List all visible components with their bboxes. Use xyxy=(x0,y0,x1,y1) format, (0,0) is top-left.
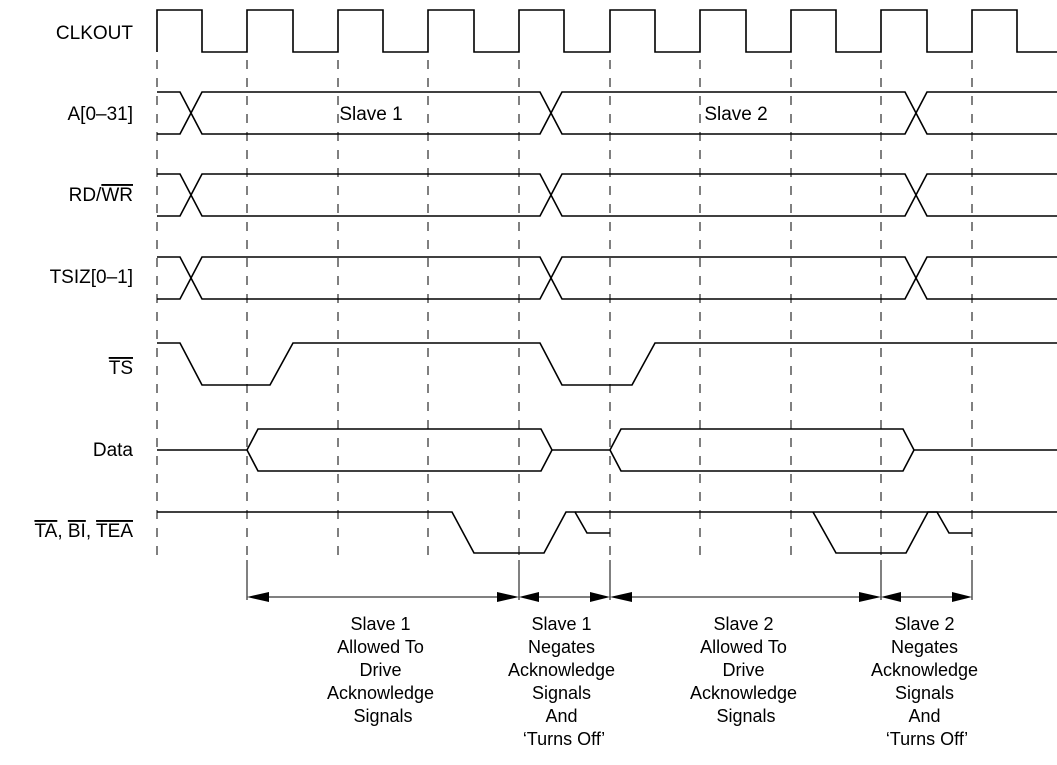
ta-overbar-text: TA xyxy=(34,521,57,542)
bi-overbar-text: BI xyxy=(68,521,86,542)
wr-overbar-text: WR xyxy=(101,185,133,206)
rd-wr-label: RD/WR xyxy=(69,185,133,206)
slave2-drive-annotation: Slave 2 Allowed To Drive Acknowledge Sig… xyxy=(690,614,802,726)
interval-boundary-lines xyxy=(246,560,973,600)
tsiz-waveform xyxy=(157,256,1057,300)
ta-bi-tea-waveform xyxy=(157,511,1057,554)
interval-arrows xyxy=(247,592,972,602)
address-bus-label: A[0–31] xyxy=(68,104,134,125)
address-slave1-label: Slave 1 xyxy=(339,104,402,125)
rd-wr-waveform xyxy=(157,173,1057,217)
tea-overbar-text: TEA xyxy=(96,521,133,542)
separator-2: , xyxy=(86,521,96,542)
address-slave2-label: Slave 2 xyxy=(704,104,767,125)
ts-label: TS xyxy=(109,358,133,379)
separator-1: , xyxy=(57,521,68,542)
clock-reference-lines xyxy=(156,60,973,560)
address-bus-waveform xyxy=(157,91,1057,135)
slave1-negate-annotation: Slave 1 Negates Acknowledge Signals And … xyxy=(508,614,620,749)
ta-bi-tea-label: TA, BI, TEA xyxy=(34,521,133,542)
tsiz-label: TSIZ[0–1] xyxy=(50,267,133,288)
ts-waveform xyxy=(157,342,1057,386)
rd-text: RD/ xyxy=(69,185,102,206)
slave2-negate-annotation: Slave 2 Negates Acknowledge Signals And … xyxy=(871,614,983,749)
clkout-waveform xyxy=(156,9,1057,53)
clkout-label: CLKOUT xyxy=(56,23,133,44)
data-bus-label: Data xyxy=(93,440,134,461)
data-bus-waveform xyxy=(157,428,1057,472)
slave1-drive-annotation: Slave 1 Allowed To Drive Acknowledge Sig… xyxy=(327,614,439,726)
